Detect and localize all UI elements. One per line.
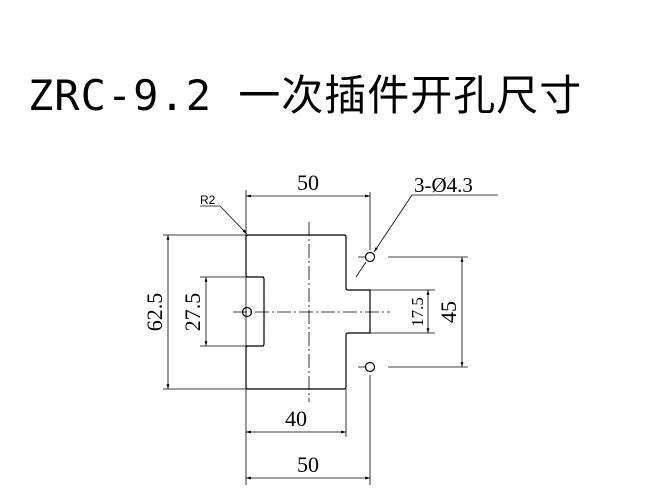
hole-bottom-right (364, 361, 376, 373)
dim-bottom-50: 50 (297, 452, 319, 477)
holes-label: 3-Ø4.3 (414, 173, 473, 197)
dim-62-5: 62.5 (142, 293, 167, 332)
centerlines (233, 222, 468, 485)
dim-27-5: 27.5 (180, 293, 205, 332)
dim-45: 45 (436, 301, 461, 323)
drawing-title: ZRC-9.2 一次插件开孔尺寸 (28, 71, 583, 120)
radius-label: R2 (200, 193, 216, 207)
dim-40: 40 (285, 406, 307, 431)
dim-top-50: 50 (297, 170, 319, 195)
dim-17-5: 17.5 (408, 297, 427, 327)
hole-top-right (364, 251, 376, 263)
